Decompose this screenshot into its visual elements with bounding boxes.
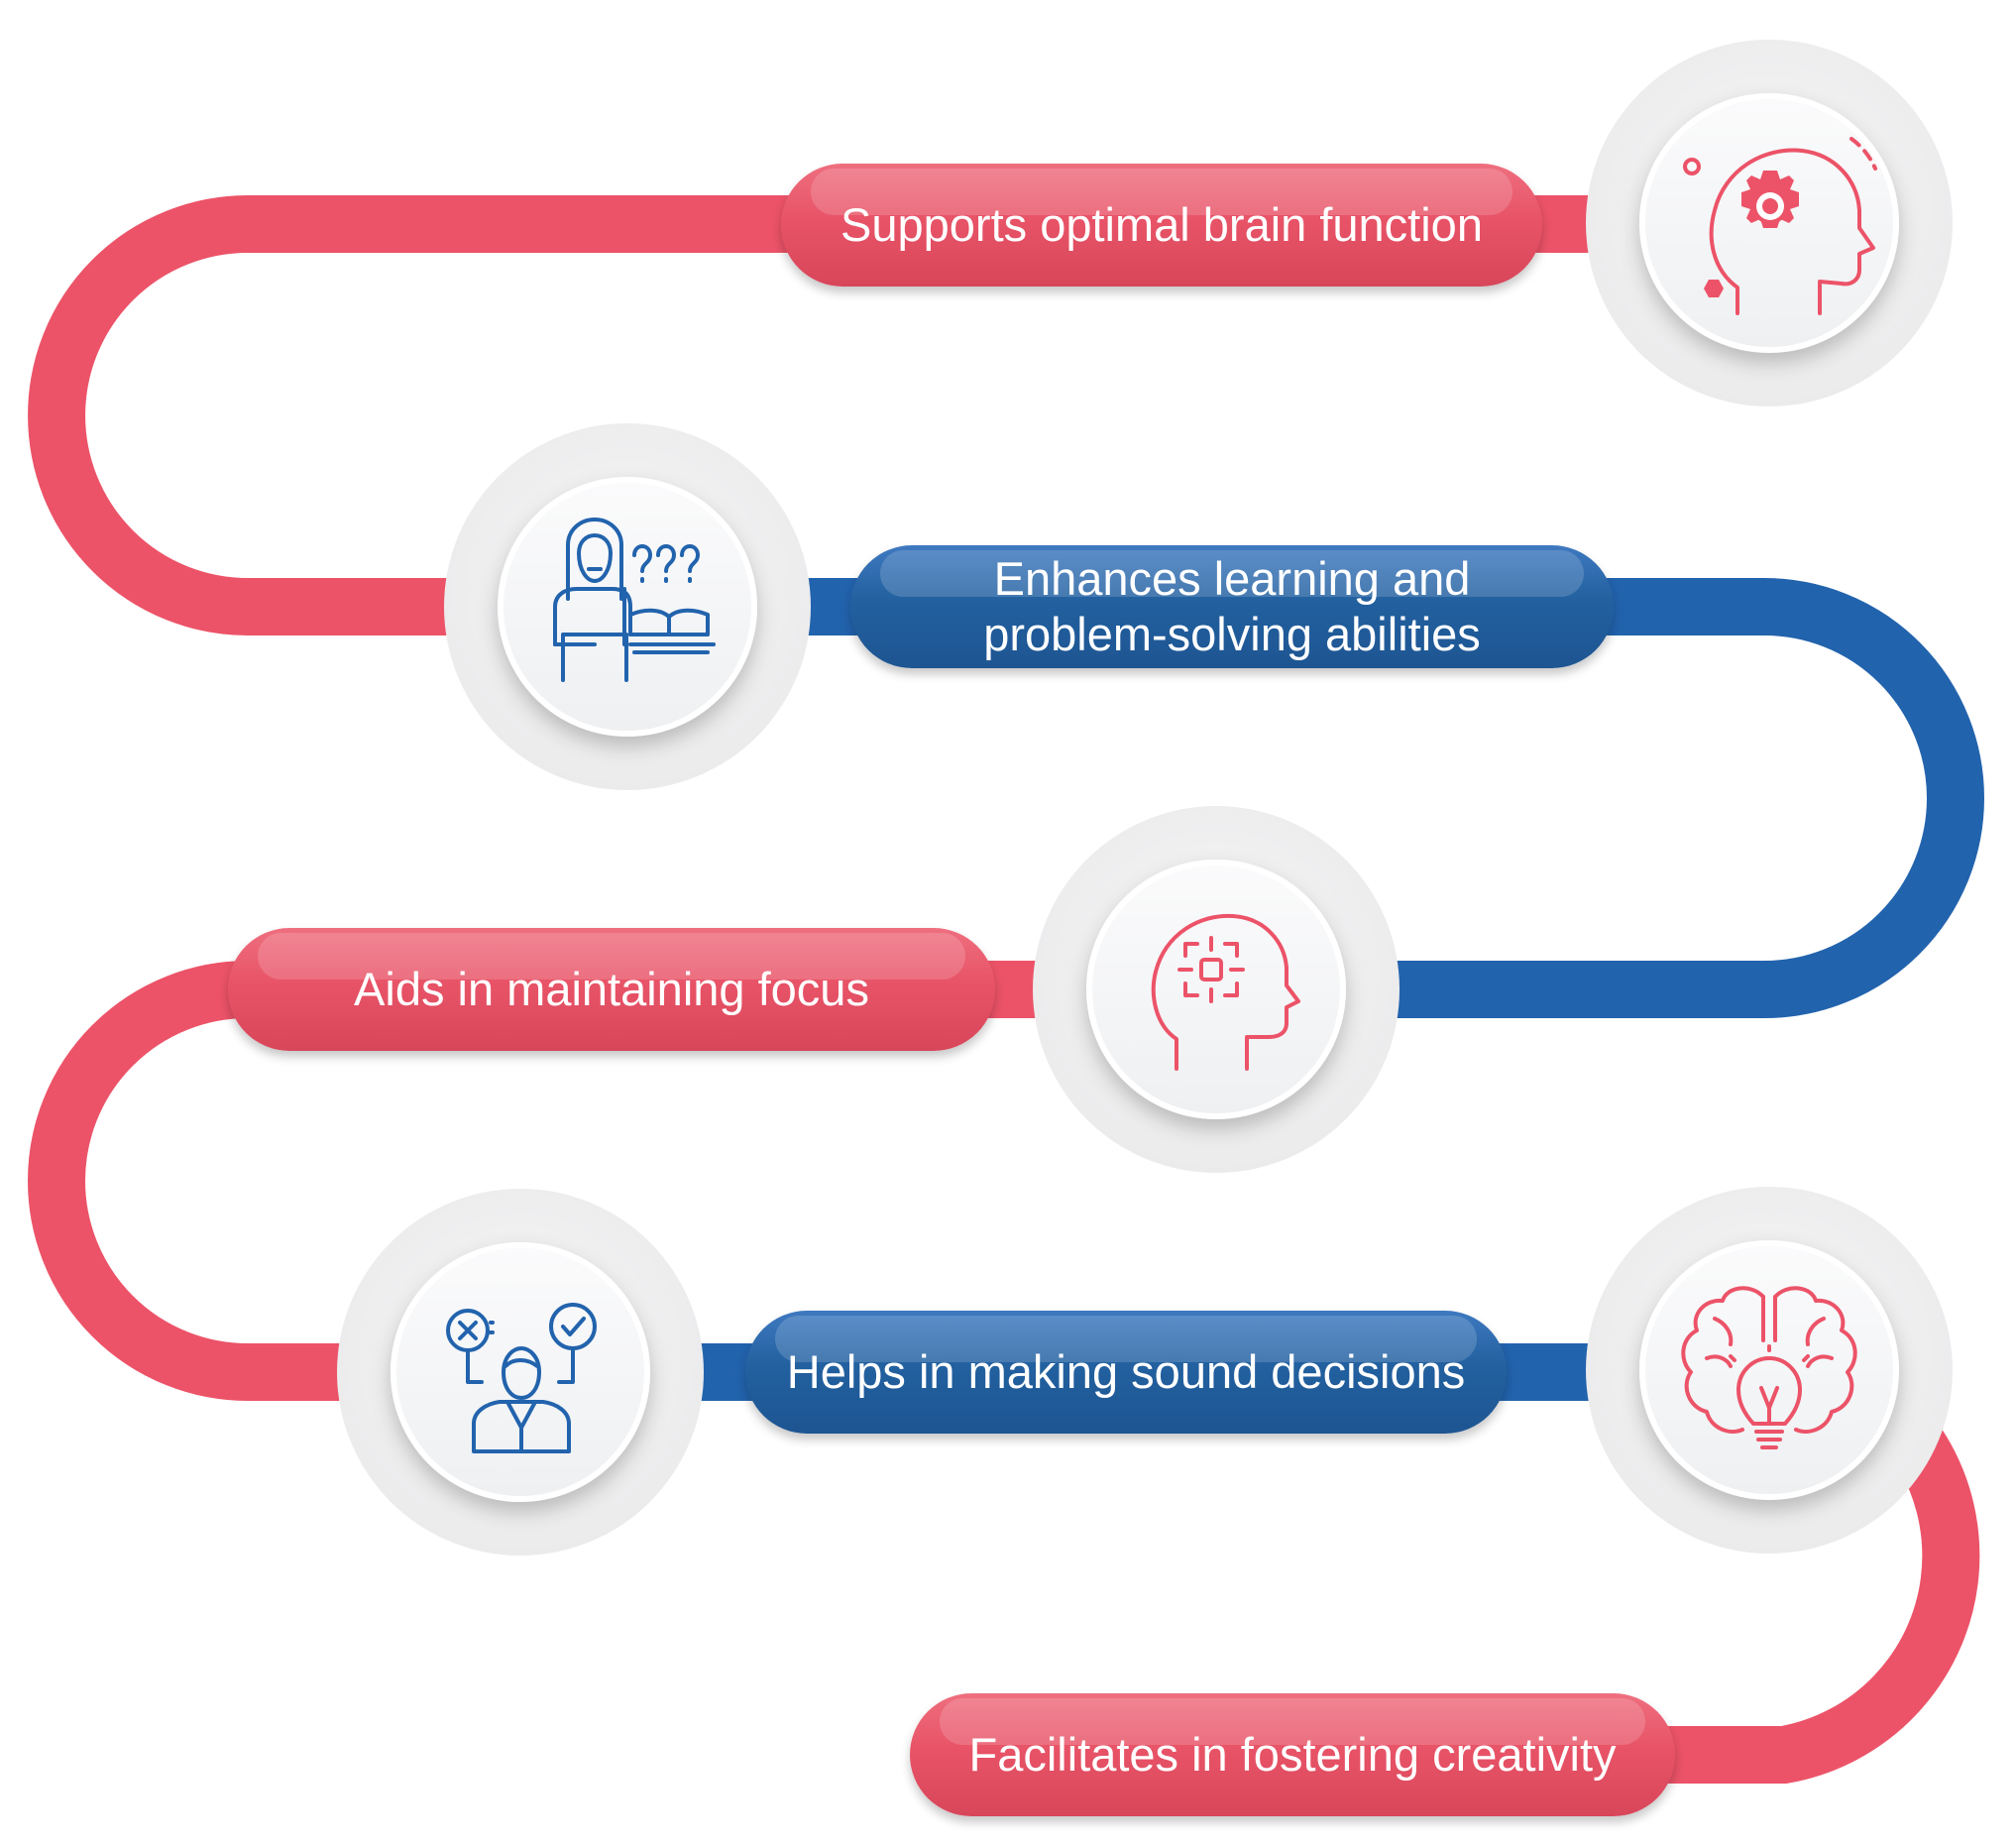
head-gear-icon	[1683, 137, 1877, 315]
step-2-label: Enhances learning and problem-solving ab…	[850, 545, 1614, 668]
student-question-book-icon	[553, 518, 716, 682]
step-1-label: Supports optimal brain function	[781, 164, 1542, 287]
step-3-label: Aids in maintaining focus	[228, 928, 995, 1051]
head-focus-target-icon	[1151, 913, 1300, 1071]
step-4-disc	[337, 1189, 704, 1556]
brain-lightbulb-icon	[1681, 1286, 1857, 1449]
step-3-disc	[1033, 806, 1400, 1173]
step-5-label: Facilitates in fostering creativity	[910, 1693, 1675, 1816]
path-segment-2	[694, 578, 1984, 1018]
person-decision-icon	[446, 1303, 597, 1453]
path-segment-1	[28, 195, 1640, 635]
step-2-disc	[444, 423, 811, 790]
step-5-disc	[1586, 1187, 1953, 1554]
step-4-label: Helps in making sound decisions	[745, 1311, 1507, 1434]
path-segment-3	[28, 961, 1110, 1401]
